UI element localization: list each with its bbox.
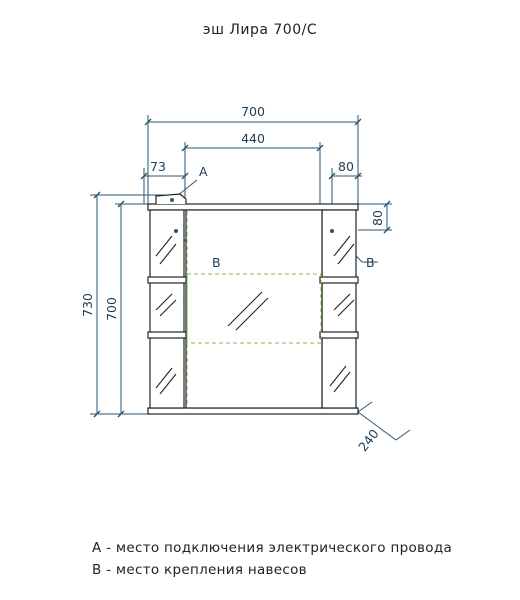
marker-b-left-label: B (212, 255, 221, 270)
dim-label-shelf-height: 80 (370, 210, 385, 226)
marker-b-right-label: B (366, 255, 375, 270)
glass-hatches (155, 235, 355, 395)
connection-point-a (170, 198, 174, 202)
shelf-right-2 (319, 331, 359, 339)
dimension-lines (90, 115, 411, 441)
legend-line-a: А - место подключения электрического про… (92, 540, 453, 556)
drawing-title: эш Лира 700/С (202, 22, 318, 38)
shelf-left-2 (147, 331, 187, 339)
dim-label-body-height: 700 (104, 297, 119, 321)
shelf-left-1 (147, 276, 187, 284)
dim-label-right-offset: 80 (338, 159, 354, 174)
cabinet-outline (147, 193, 359, 415)
mount-point-b-left (174, 229, 178, 233)
dim-label-depth: 240 (355, 426, 382, 454)
mount-point-b-right (330, 229, 334, 233)
shelf-right-1 (319, 276, 359, 284)
right-column (321, 209, 357, 409)
mirror (185, 209, 323, 409)
dimension-ticks (93, 118, 391, 418)
shelves (147, 276, 359, 339)
dim-label-mirror-width: 440 (241, 131, 265, 146)
legend-line-b: В - место крепления навесов (92, 562, 307, 578)
dim-label-overall-width: 700 (241, 104, 265, 119)
dim-line-240-depth (357, 411, 397, 441)
top-plate (147, 203, 359, 211)
marker-a-label: A (199, 164, 208, 179)
dim-label-left-offset: 73 (150, 159, 166, 174)
hidden-shelf-area (186, 211, 322, 407)
bottom-plate (147, 407, 359, 415)
mount-points (170, 198, 334, 233)
dim-label-total-height: 730 (80, 293, 95, 317)
